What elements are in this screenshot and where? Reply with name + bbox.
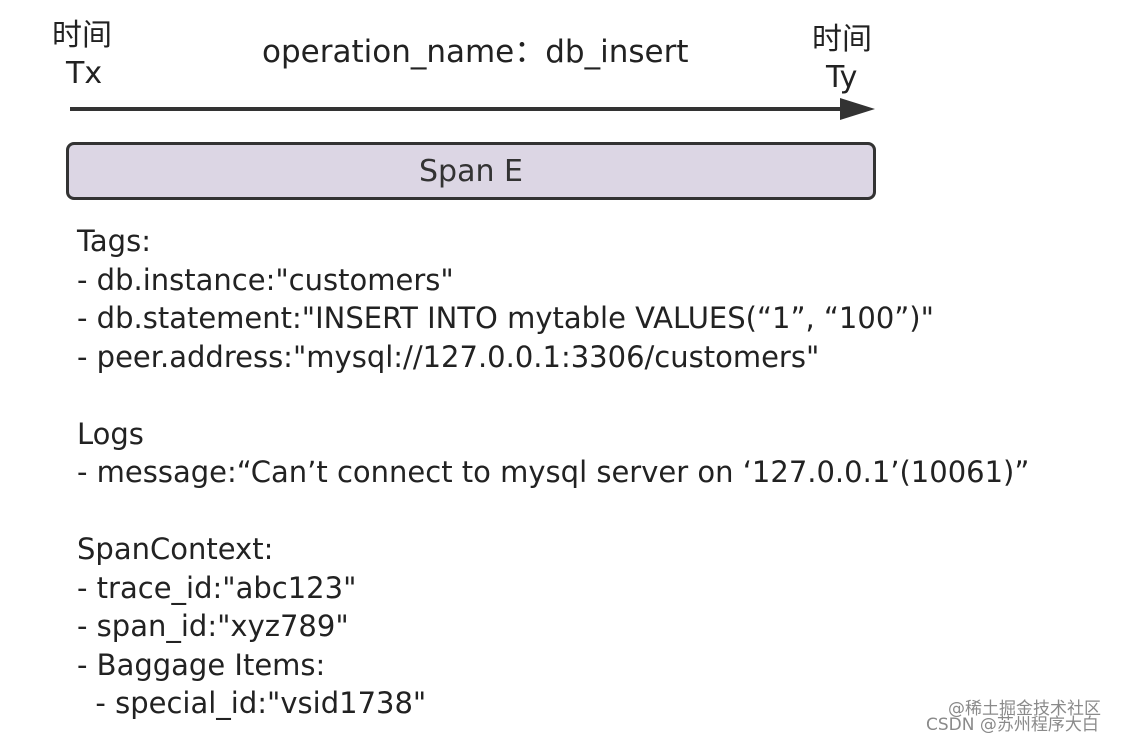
watermark-line2: CSDN @苏州程序大白 (926, 715, 1099, 735)
start-time-label: 时间 (52, 18, 112, 53)
timeline-arrow-head (840, 98, 875, 120)
span-box: Span E (66, 142, 876, 200)
span-context-item: - span_id:"xyz789" (77, 609, 349, 643)
watermark-line1: @稀土掘金技术社区 (948, 699, 1101, 719)
operation-name: operation_name：db_insert (262, 34, 689, 70)
section-gap (77, 492, 1029, 531)
span-context-item: - trace_id:"abc123" (77, 570, 357, 605)
span-label: Span E (419, 153, 523, 189)
end-time-label: 时间 (812, 22, 872, 57)
tags-heading: Tags: (77, 224, 151, 258)
section-gap (77, 376, 1029, 415)
end-time-symbol: Ty (826, 60, 858, 95)
tag-item: - peer.address:"mysql://127.0.0.1:3306/c… (77, 339, 820, 374)
tag-item: - db.instance:"customers" (77, 262, 454, 297)
span-context-heading: SpanContext: (77, 532, 274, 566)
start-time-symbol: Tx (66, 56, 103, 91)
log-item: - message:“Can’t connect to mysql server… (77, 455, 1030, 489)
span-details: Tags: - db.instance:"customers" - db.sta… (77, 222, 1029, 723)
span-context-item: - special_id:"vsid1738" (77, 686, 427, 720)
logs-heading: Logs (77, 416, 144, 451)
span-context-item: - Baggage Items: (77, 647, 326, 682)
timeline-arrow (70, 98, 875, 120)
tag-item: - db.statement:"INSERT INTO mytable VALU… (77, 301, 934, 335)
